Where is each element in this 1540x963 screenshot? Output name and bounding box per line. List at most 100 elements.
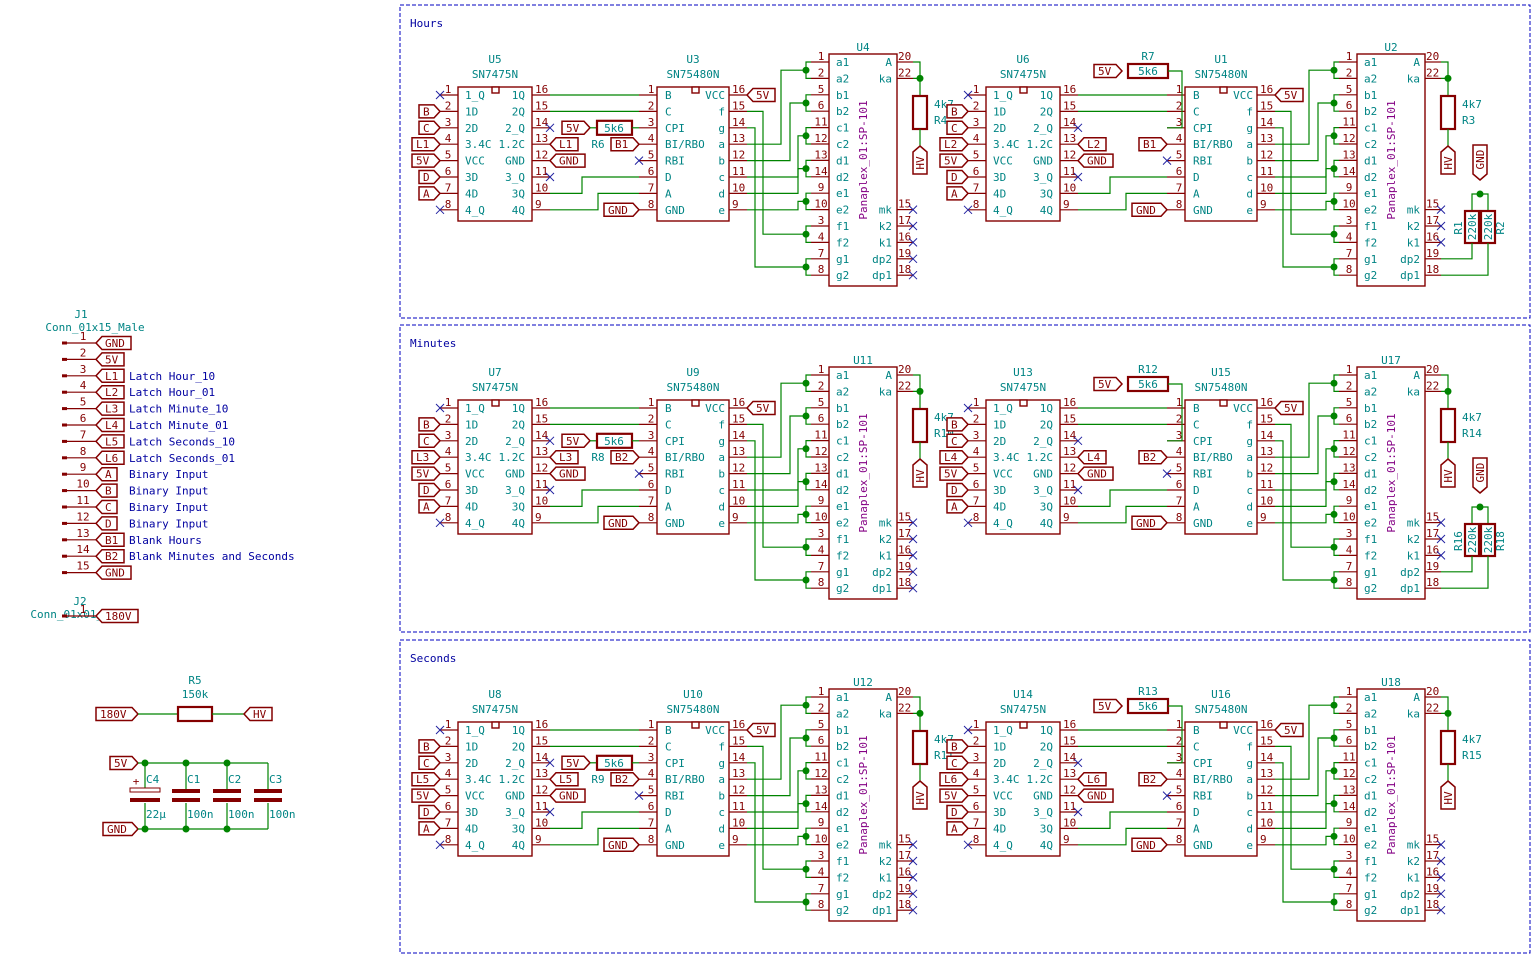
pin-number: 4 bbox=[1346, 543, 1353, 556]
pin-name: GND bbox=[505, 155, 525, 168]
net-label-shape bbox=[548, 449, 579, 465]
pin-name: VCC bbox=[705, 402, 725, 415]
pin-number: 8 bbox=[1346, 263, 1353, 276]
net-label: L4 bbox=[939, 449, 970, 465]
net-label: GND bbox=[94, 335, 132, 351]
net-label-text: C bbox=[105, 501, 112, 514]
pin-number: 11 bbox=[1260, 165, 1273, 178]
pin-name: e1 bbox=[1364, 500, 1377, 513]
display-value: Panaplex_01:SP-101 bbox=[1385, 413, 1398, 532]
no-connect-stroke bbox=[1436, 889, 1446, 899]
pin-note: Binary Input bbox=[129, 517, 208, 530]
net-label: L1 bbox=[411, 136, 442, 152]
no-connect-marker bbox=[1436, 873, 1446, 882]
pin-name: f1 bbox=[836, 220, 849, 233]
wire bbox=[1275, 448, 1334, 491]
section-frame bbox=[399, 639, 1531, 954]
pin-name: d bbox=[1246, 500, 1253, 513]
pin-number: 8 bbox=[973, 198, 980, 211]
pin-number: 1 bbox=[648, 396, 655, 409]
wire bbox=[747, 481, 806, 507]
net-label-shape bbox=[548, 771, 579, 787]
pin-name: mk bbox=[879, 839, 893, 852]
pin-number: 13 bbox=[814, 148, 827, 161]
no-connect-marker bbox=[908, 856, 918, 866]
net-label-shape bbox=[1440, 458, 1456, 488]
no-connect-marker bbox=[634, 156, 644, 165]
pin-name: e bbox=[718, 839, 725, 852]
pin-number: 18 bbox=[898, 898, 911, 911]
pin-number: 13 bbox=[732, 767, 745, 780]
net-label: B2 bbox=[610, 771, 641, 787]
net-label-shape bbox=[411, 771, 442, 787]
latch-value: SN7475N bbox=[472, 703, 518, 716]
pin-name: 3.4C bbox=[993, 451, 1020, 464]
pin-number: 6 bbox=[445, 800, 452, 813]
net-label: 5V bbox=[745, 87, 776, 103]
wire bbox=[1167, 70, 1183, 129]
pin-number: 3 bbox=[445, 751, 452, 764]
net-label: GND bbox=[548, 466, 586, 481]
pin-number: 14 bbox=[1342, 800, 1356, 813]
pin-name: d bbox=[1246, 822, 1253, 835]
pin-name: e2 bbox=[1364, 839, 1377, 852]
pin-name: B bbox=[665, 89, 672, 102]
pin-name: g1 bbox=[1364, 888, 1377, 901]
net-label-text: 5V bbox=[1098, 378, 1112, 391]
pin-name: d bbox=[718, 500, 725, 513]
pin-name: f1 bbox=[1364, 855, 1377, 868]
pin-name: 2_Q bbox=[505, 122, 525, 135]
pin-number: 10 bbox=[732, 181, 745, 194]
no-connect-marker bbox=[963, 518, 973, 528]
pin-number: 9 bbox=[818, 181, 825, 194]
pin-name: VCC bbox=[993, 790, 1013, 803]
net-label-text: B2 bbox=[615, 773, 628, 786]
pin-name: 2Q bbox=[512, 105, 525, 118]
driver-value: SN75480N bbox=[1195, 381, 1248, 394]
pin-number: 16 bbox=[732, 396, 745, 409]
pin-number: 17 bbox=[1426, 527, 1439, 540]
pin-name: c bbox=[1246, 171, 1253, 184]
no-connect-marker bbox=[908, 238, 918, 247]
no-connect-stroke bbox=[1073, 172, 1083, 182]
pin-number: 4 bbox=[1346, 230, 1353, 243]
pin-number: 8 bbox=[818, 263, 825, 276]
pin-name: e1 bbox=[836, 822, 849, 835]
no-connect-marker bbox=[435, 90, 445, 100]
net-label-text: C bbox=[423, 122, 430, 135]
pin-number: 3 bbox=[973, 116, 980, 129]
pin-number: 12 bbox=[1342, 132, 1355, 145]
pin-name: RBI bbox=[1193, 468, 1213, 481]
wire bbox=[1275, 69, 1334, 145]
pin-name: c2 bbox=[836, 451, 849, 464]
pin-name: b bbox=[1246, 790, 1253, 803]
pin-name: 4_Q bbox=[993, 839, 1013, 852]
pin-name: e bbox=[1246, 839, 1253, 852]
net-label: A bbox=[94, 466, 118, 482]
wire bbox=[747, 382, 806, 458]
wire bbox=[1167, 383, 1183, 442]
pin-name: f2 bbox=[836, 549, 849, 562]
pin-name: 4D bbox=[993, 187, 1006, 200]
latch-value: SN7475N bbox=[1000, 703, 1046, 716]
pin-name: VCC bbox=[705, 724, 725, 737]
pin-number: 2 bbox=[445, 99, 452, 112]
pin-number: 7 bbox=[818, 882, 825, 895]
pin-number: 2 bbox=[818, 379, 825, 392]
pin-number: 4 bbox=[648, 445, 655, 458]
no-connect-stroke bbox=[634, 469, 644, 478]
pin-number: 10 bbox=[732, 494, 745, 507]
pin-number: 15 bbox=[732, 99, 745, 112]
pin-number: 6 bbox=[1346, 412, 1353, 425]
pin-note: Latch Minute_10 bbox=[129, 403, 228, 416]
display-ref: U12 bbox=[853, 676, 873, 689]
pin-name: RBI bbox=[665, 468, 685, 481]
pin-name: a2 bbox=[1364, 72, 1377, 85]
latch-ref: U8 bbox=[488, 688, 501, 701]
net-label-text: 5V bbox=[756, 89, 770, 102]
pin-name: c bbox=[1246, 806, 1253, 819]
pin-number: 5 bbox=[80, 396, 87, 409]
resistor bbox=[911, 407, 929, 444]
no-connect-marker bbox=[1436, 221, 1446, 231]
pin-name: 1D bbox=[465, 105, 478, 118]
